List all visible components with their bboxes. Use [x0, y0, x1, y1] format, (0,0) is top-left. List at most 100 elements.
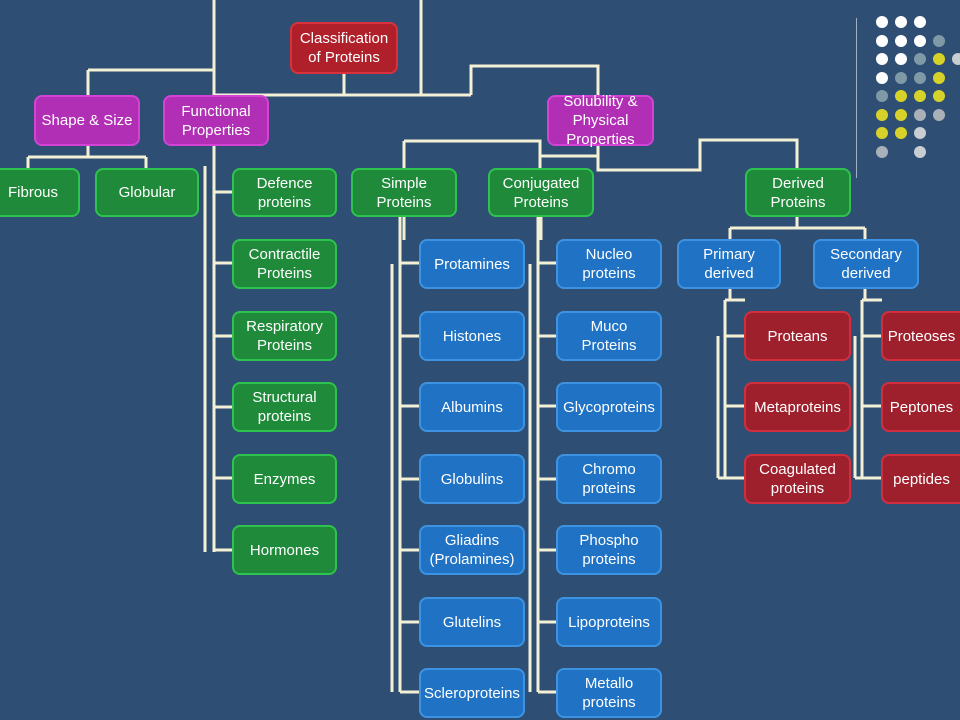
decorative-dot: [914, 34, 926, 47]
decorative-dot: [914, 145, 926, 158]
decorative-dot: [914, 108, 926, 121]
node-label: Secondary derived: [830, 246, 902, 282]
node-label: peptides: [893, 470, 950, 488]
decorative-dot: [876, 145, 888, 158]
node-label: Chromo proteins: [582, 461, 636, 497]
node-label: Defence proteins: [256, 174, 313, 211]
node-label: Metallo proteins: [582, 675, 636, 711]
decorative-dot: [933, 108, 945, 121]
node-structural-proteins: Structural proteins: [232, 382, 337, 432]
node-label: Muco Proteins: [581, 318, 637, 354]
node-scleroproteins: Scleroproteins: [419, 668, 525, 718]
node-contractile-proteins: Contractile Proteins: [232, 239, 337, 289]
node-label: Coagulated proteins: [759, 461, 836, 497]
decorative-dot: [895, 16, 907, 28]
node-gliadins-prolamines: Gliadins (Prolamines): [419, 525, 525, 575]
node-label: Derived Proteins: [770, 174, 826, 211]
node-label: Classification of Proteins: [299, 30, 389, 66]
node-label: Solubility & Physical Properties: [563, 93, 638, 148]
node-label: Functional Properties: [181, 102, 251, 139]
node-label: Respiratory Proteins: [246, 318, 323, 354]
node-protamines: Protamines: [419, 239, 525, 289]
node-solubility-physical-properties: Solubility & Physical Properties: [547, 93, 654, 148]
node-label: Conjugated Proteins: [502, 174, 580, 211]
node-label: Glutelins: [442, 613, 502, 631]
node-peptones: Peptones: [881, 382, 960, 432]
node-functional-properties: Functional Properties: [163, 95, 269, 146]
node-label: Metaproteins: [754, 398, 841, 416]
decorative-dot: [914, 16, 926, 28]
node-label: Globulins: [440, 470, 504, 488]
node-metallo-proteins: Metallo proteins: [556, 668, 662, 718]
node-classification-of-proteins: Classification of Proteins: [290, 22, 398, 74]
decorative-divider: [856, 18, 857, 178]
node-hormones: Hormones: [232, 525, 337, 575]
decorative-dot: [876, 34, 888, 47]
decorative-dot: [914, 71, 926, 84]
node-simple-proteins: Simple Proteins: [351, 168, 457, 217]
decorative-dot: [933, 34, 945, 47]
node-glycoproteins: Glycoproteins: [556, 382, 662, 432]
decorative-dot: [933, 71, 945, 84]
node-primary-derived: Primary derived: [677, 239, 781, 289]
node-label: Peptones: [889, 398, 954, 416]
decorative-dot: [914, 53, 926, 65]
node-label: Proteans: [767, 327, 828, 345]
decorative-dot: [895, 53, 907, 65]
decorative-dot: [895, 90, 907, 102]
node-label: Gliadins (Prolamines): [429, 532, 515, 568]
decorative-dot: [895, 108, 907, 121]
node-label: Enzymes: [253, 470, 316, 488]
decorative-dot: [914, 90, 926, 102]
node-label: Shape & Size: [41, 112, 133, 129]
node-lipoproteins: Lipoproteins: [556, 597, 662, 647]
node-proteoses: Proteoses: [881, 311, 960, 361]
node-label: Albumins: [441, 398, 503, 416]
decorative-dot: [876, 71, 888, 84]
node-shape-and-size: Shape & Size: [34, 95, 140, 146]
node-fibrous: Fibrous: [0, 168, 80, 217]
decorative-dot: [895, 71, 907, 84]
decorative-dot: [876, 108, 888, 121]
node-nucleo-proteins: Nucleo proteins: [556, 239, 662, 289]
node-label: Simple Proteins: [376, 174, 432, 211]
node-phospho-proteins: Phospho proteins: [556, 525, 662, 575]
node-label: Phospho proteins: [579, 532, 639, 568]
node-conjugated-proteins: Conjugated Proteins: [488, 168, 594, 217]
node-histones: Histones: [419, 311, 525, 361]
node-coagulated-proteins: Coagulated proteins: [744, 454, 851, 504]
decorative-dot: [895, 34, 907, 47]
node-metaproteins: Metaproteins: [744, 382, 851, 432]
node-label: Structural proteins: [252, 389, 317, 425]
node-label: Scleroproteins: [424, 684, 520, 702]
node-chromo-proteins: Chromo proteins: [556, 454, 662, 504]
decorative-dot: [876, 53, 888, 65]
node-defence-proteins: Defence proteins: [232, 168, 337, 217]
node-label: Nucleo proteins: [582, 246, 636, 282]
decorative-dot: [914, 127, 926, 139]
decorative-dot: [876, 127, 888, 139]
node-globular: Globular: [95, 168, 199, 217]
node-label: Protamines: [434, 255, 510, 273]
decorative-dot: [876, 90, 888, 102]
decorative-dot: [933, 53, 945, 65]
decorative-dot: [895, 127, 907, 139]
node-albumins: Albumins: [419, 382, 525, 432]
decorative-dot: [933, 90, 945, 102]
node-secondary-derived: Secondary derived: [813, 239, 919, 289]
node-label: Histones: [442, 327, 502, 345]
node-label: Contractile Proteins: [248, 246, 321, 282]
node-muco-proteins: Muco Proteins: [556, 311, 662, 361]
node-label: Lipoproteins: [568, 613, 650, 631]
node-label: Primary derived: [703, 246, 755, 282]
node-enzymes: Enzymes: [232, 454, 337, 504]
node-peptides: peptides: [881, 454, 960, 504]
node-globulins: Globulins: [419, 454, 525, 504]
node-label: Fibrous: [7, 184, 59, 201]
node-label: Glycoproteins: [563, 398, 655, 416]
node-label: Hormones: [249, 541, 320, 559]
node-label: Proteoses: [887, 327, 956, 345]
node-label: Globular: [118, 184, 176, 201]
node-respiratory-proteins: Respiratory Proteins: [232, 311, 337, 361]
